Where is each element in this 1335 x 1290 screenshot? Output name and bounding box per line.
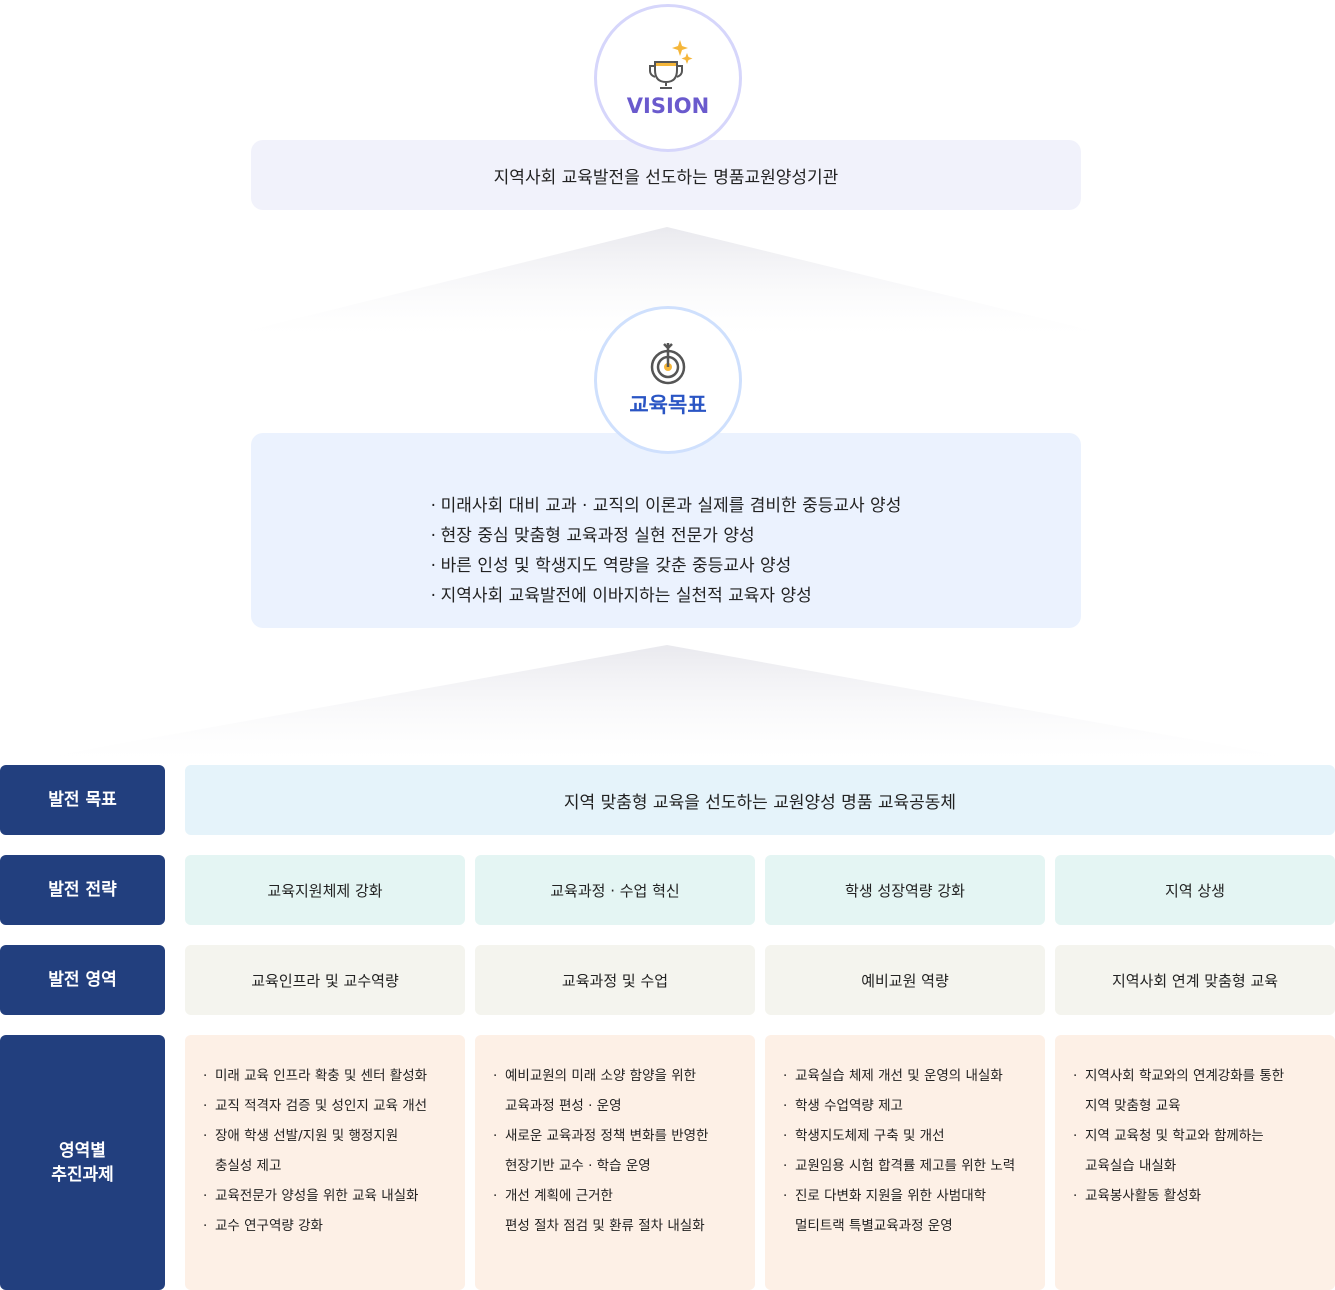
vision-text: 지역사회 교육발전을 선도하는 명품교원양성기관 [493,167,839,188]
task-line: 지역사회 학교와의 연계강화를 통한 [1085,1068,1285,1084]
edu-goal-item: 바른 인성 및 학생지도 역량을 갖춘 중등교사 양성 [431,551,902,581]
task-line: 학생지도체제 구축 및 개선 [795,1128,945,1144]
task-item: 학생지도체제 구축 및 개선 [783,1121,1045,1151]
edu-goal-item: 현장 중심 맞춤형 교육과정 실현 전문가 양성 [431,521,902,551]
task-item: 교육실습 체제 개선 및 운영의 내실화 [783,1061,1045,1091]
edu-goal-list: 미래사회 대비 교과 · 교직의 이론과 실제를 겸비한 중등교사 양성 현장 … [431,491,902,611]
vision-title: VISION [626,94,710,118]
task-line: 교육전문가 양성을 위한 교육 내실화 [215,1188,419,1204]
area-cell: 교육과정 및 수업 [475,945,755,1015]
area-cell: 예비교원 역량 [765,945,1045,1015]
row-label-goal: 발전 목표 [0,765,165,835]
row-label-area: 발전 영역 [0,945,165,1015]
trophy-icon [649,40,693,89]
development-goal: 지역 맞춤형 교육을 선도하는 교원양성 명품 교육공동체 [185,765,1335,835]
strategy-cell: 학생 성장역량 강화 [765,855,1045,925]
area-cell: 교육인프라 및 교수역량 [185,945,465,1015]
vision-badge: VISION [594,4,742,152]
task-line: 교육봉사활동 활성화 [1085,1188,1202,1204]
task-item: 교육봉사활동 활성화 [1073,1181,1335,1211]
task-item: 교육전문가 양성을 위한 교육 내실화 [203,1181,465,1211]
strategy-cell: 지역 상생 [1055,855,1335,925]
row-label-tasks: 영역별 추진과제 [0,1035,165,1290]
task-line: 멀티트랙 특별교육과정 운영 [795,1218,953,1234]
edu-goal-title: 교육목표 [629,393,707,417]
strategy-cell: 교육지원체제 강화 [185,855,465,925]
task-line: 예비교원의 미래 소양 함양을 위한 [505,1068,697,1084]
task-line: 교육실습 내실화 [1085,1158,1177,1174]
task-line: 교수 연구역량 강화 [215,1218,323,1234]
task-line: 교직 적격자 검증 및 성인지 교육 개선 [215,1098,428,1114]
task-item: 미래 교육 인프라 확충 및 센터 활성화 [203,1061,465,1091]
task-line: 교육실습 체제 개선 및 운영의 내실화 [795,1068,1003,1084]
task-item: 교원임용 시험 합격률 제고를 위한 노력 [783,1151,1045,1181]
edu-goal-item: 미래사회 대비 교과 · 교직의 이론과 실제를 겸비한 중등교사 양성 [431,491,902,521]
task-column: 교육실습 체제 개선 및 운영의 내실화학생 수업역량 제고학생지도체제 구축 … [765,1035,1045,1290]
area-cell: 지역사회 연계 맞춤형 교육 [1055,945,1335,1015]
target-icon [650,343,686,385]
task-line: 편성 절차 점검 및 환류 절차 내실화 [505,1218,705,1234]
task-line: 충실성 제고 [215,1158,282,1174]
task-item: 교수 연구역량 강화 [203,1211,465,1241]
task-item: 교직 적격자 검증 및 성인지 교육 개선 [203,1091,465,1121]
task-line: 새로운 교육과정 정책 변화를 반영한 [505,1128,709,1144]
task-line: 현장기반 교수 · 학습 운영 [505,1158,651,1174]
row-label-strategy: 발전 전략 [0,855,165,925]
task-line: 지역 맞춤형 교육 [1085,1098,1181,1114]
task-line: 교육과정 편성 · 운영 [505,1098,622,1114]
task-item: 학생 수업역량 제고 [783,1091,1045,1121]
edu-goal-box: 미래사회 대비 교과 · 교직의 이론과 실제를 겸비한 중등교사 양성 현장 … [251,433,1081,628]
task-line: 미래 교육 인프라 확충 및 센터 활성화 [215,1068,428,1084]
edu-goal-item: 지역사회 교육발전에 이바지하는 실천적 교육자 양성 [431,581,902,611]
pyramid-connectors [30,227,1305,760]
task-line: 장애 학생 선발/지원 및 행정지원 [215,1128,399,1144]
task-line: 학생 수업역량 제고 [795,1098,903,1114]
task-line: 지역 교육청 및 학교와 함께하는 [1085,1128,1264,1144]
task-column: 미래 교육 인프라 확충 및 센터 활성화교직 적격자 검증 및 성인지 교육 … [185,1035,465,1290]
task-line: 교원임용 시험 합격률 제고를 위한 노력 [795,1158,1016,1174]
task-line: 진로 다변화 지원을 위한 사범대학 [795,1188,987,1204]
edu-goal-badge: 교육목표 [594,306,742,454]
task-line: 개선 계획에 근거한 [505,1188,613,1204]
strategy-cell: 교육과정 · 수업 혁신 [475,855,755,925]
